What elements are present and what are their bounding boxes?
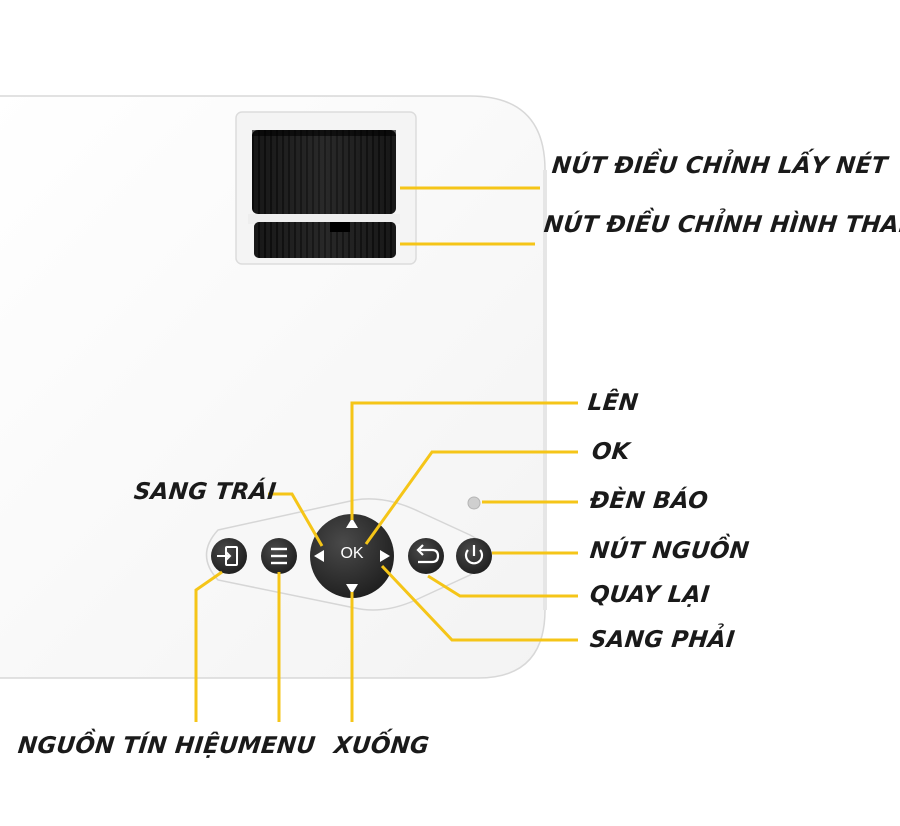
leader-left [268, 492, 324, 547]
leader-ok [364, 450, 578, 545]
label-up: LÊN [586, 390, 640, 416]
leader-up [350, 401, 578, 520]
return-icon [416, 544, 440, 564]
back-button[interactable] [408, 538, 444, 574]
label-keystone-wheel: NÚT ĐIỀU CHỈNH HÌNH THANG [542, 212, 900, 238]
label-indicator: ĐÈN BÁO [588, 488, 710, 514]
power-button[interactable] [456, 538, 492, 574]
dpad-up-arrow[interactable] [346, 518, 358, 528]
keystone-wheel[interactable] [254, 222, 396, 258]
dpad-left-arrow[interactable] [314, 550, 324, 562]
label-left: SANG TRÁI [132, 479, 278, 505]
label-focus-wheel: NÚT ĐIỀU CHỈNH LẤY NÉT [550, 153, 889, 179]
source-button[interactable] [211, 538, 247, 574]
leader-right [380, 564, 578, 642]
power-icon [464, 545, 484, 565]
label-down: XUỐNG [332, 733, 431, 759]
menu-button[interactable] [261, 538, 297, 574]
input-source-icon [217, 546, 238, 566]
leader-source [194, 570, 223, 722]
leader-back [427, 574, 578, 598]
menu-icon [271, 547, 287, 565]
dpad-down-arrow[interactable] [346, 584, 358, 594]
label-ok: OK [590, 439, 632, 465]
label-right: SANG PHẢI [588, 627, 737, 653]
focus-wheel[interactable] [252, 130, 396, 214]
dpad-right-arrow[interactable] [380, 550, 390, 562]
label-menu: MENU [236, 733, 317, 759]
label-back: QUAY LẠI [588, 582, 712, 608]
dpad-ok-text[interactable]: OK [340, 545, 364, 562]
leader-lines [194, 186, 578, 722]
label-source: NGUỒN TÍN HIỆU [16, 733, 240, 759]
label-power: NÚT NGUỒN [588, 538, 751, 564]
indicator-light [467, 496, 481, 510]
